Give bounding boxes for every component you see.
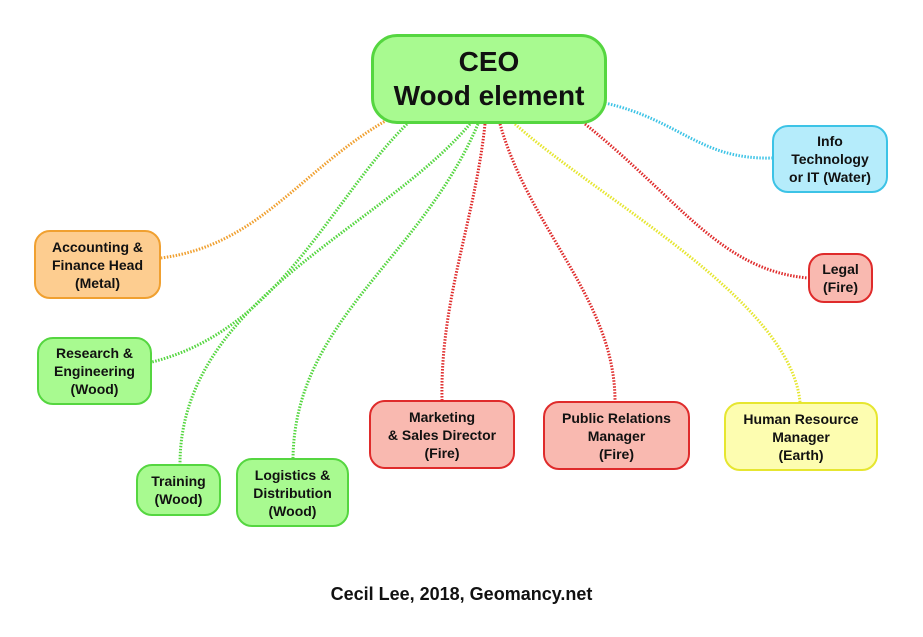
ceo-title: CEO: [458, 46, 520, 77]
node-research-engineering[interactable]: Research & Engineering (Wood): [37, 337, 152, 405]
node-accounting-finance[interactable]: Accounting & Finance Head (Metal): [34, 230, 161, 299]
connector-accounting: [160, 118, 388, 260]
node-label-line: Research &: [55, 345, 134, 361]
node-label-line: (Earth): [778, 446, 824, 463]
node-label-line: Technology: [791, 151, 869, 167]
credit-footer: Cecil Lee, 2018, Geomancy.net: [330, 584, 593, 604]
node-training[interactable]: Training (Wood): [136, 464, 221, 516]
node-label-line: (Wood): [268, 502, 317, 519]
node-label-line: Manager: [587, 427, 646, 444]
node-public-relations[interactable]: Public Relations Manager (Fire): [543, 401, 690, 470]
node-label-line: Public Relations: [562, 409, 671, 426]
node-label-line: (Fire): [599, 445, 634, 462]
node-label-line: Logistics &: [254, 466, 331, 483]
ceo-subtitle: Wood element: [393, 80, 585, 111]
node-label-line: Finance Head: [51, 256, 144, 273]
node-info-technology[interactable]: Info Technology or IT (Water): [772, 125, 888, 193]
connector-legal: [584, 122, 809, 280]
node-label-line: & Sales Director: [387, 426, 497, 443]
connector-logistics: [291, 123, 480, 459]
node-label-line: Marketing: [408, 408, 476, 425]
node-human-resource[interactable]: Human Resource Manager (Earth): [724, 402, 878, 471]
node-label-line: (Fire): [823, 279, 858, 295]
node-label-line: (Fire): [424, 444, 460, 461]
node-label-line: Accounting &: [52, 238, 143, 255]
connector-marketing: [440, 123, 487, 401]
node-logistics-distribution[interactable]: Logistics & Distribution (Wood): [236, 458, 349, 527]
connector-training: [178, 123, 472, 465]
node-label-line: Engineering: [54, 363, 135, 379]
node-label-line: or IT (Water): [789, 169, 871, 185]
node-label-line: Manager: [772, 428, 830, 445]
node-label-line: (Metal): [74, 274, 121, 291]
ceo-node[interactable]: CEO Wood element: [371, 34, 607, 124]
node-label-line: Info: [817, 133, 843, 149]
node-label-line: Legal: [822, 261, 859, 277]
node-marketing-sales[interactable]: Marketing & Sales Director (Fire): [369, 400, 515, 469]
connector-hr: [514, 122, 802, 403]
node-label-line: Human Resource: [743, 410, 859, 427]
connector-pr: [498, 123, 617, 402]
node-label-line: Training: [151, 473, 206, 489]
connector-research: [151, 122, 409, 364]
node-label-line: (Wood): [154, 491, 203, 507]
node-label-line: Distribution: [253, 484, 332, 501]
node-legal[interactable]: Legal (Fire): [808, 253, 873, 303]
node-label-line: (Wood): [70, 381, 119, 397]
connector-it: [604, 101, 773, 160]
